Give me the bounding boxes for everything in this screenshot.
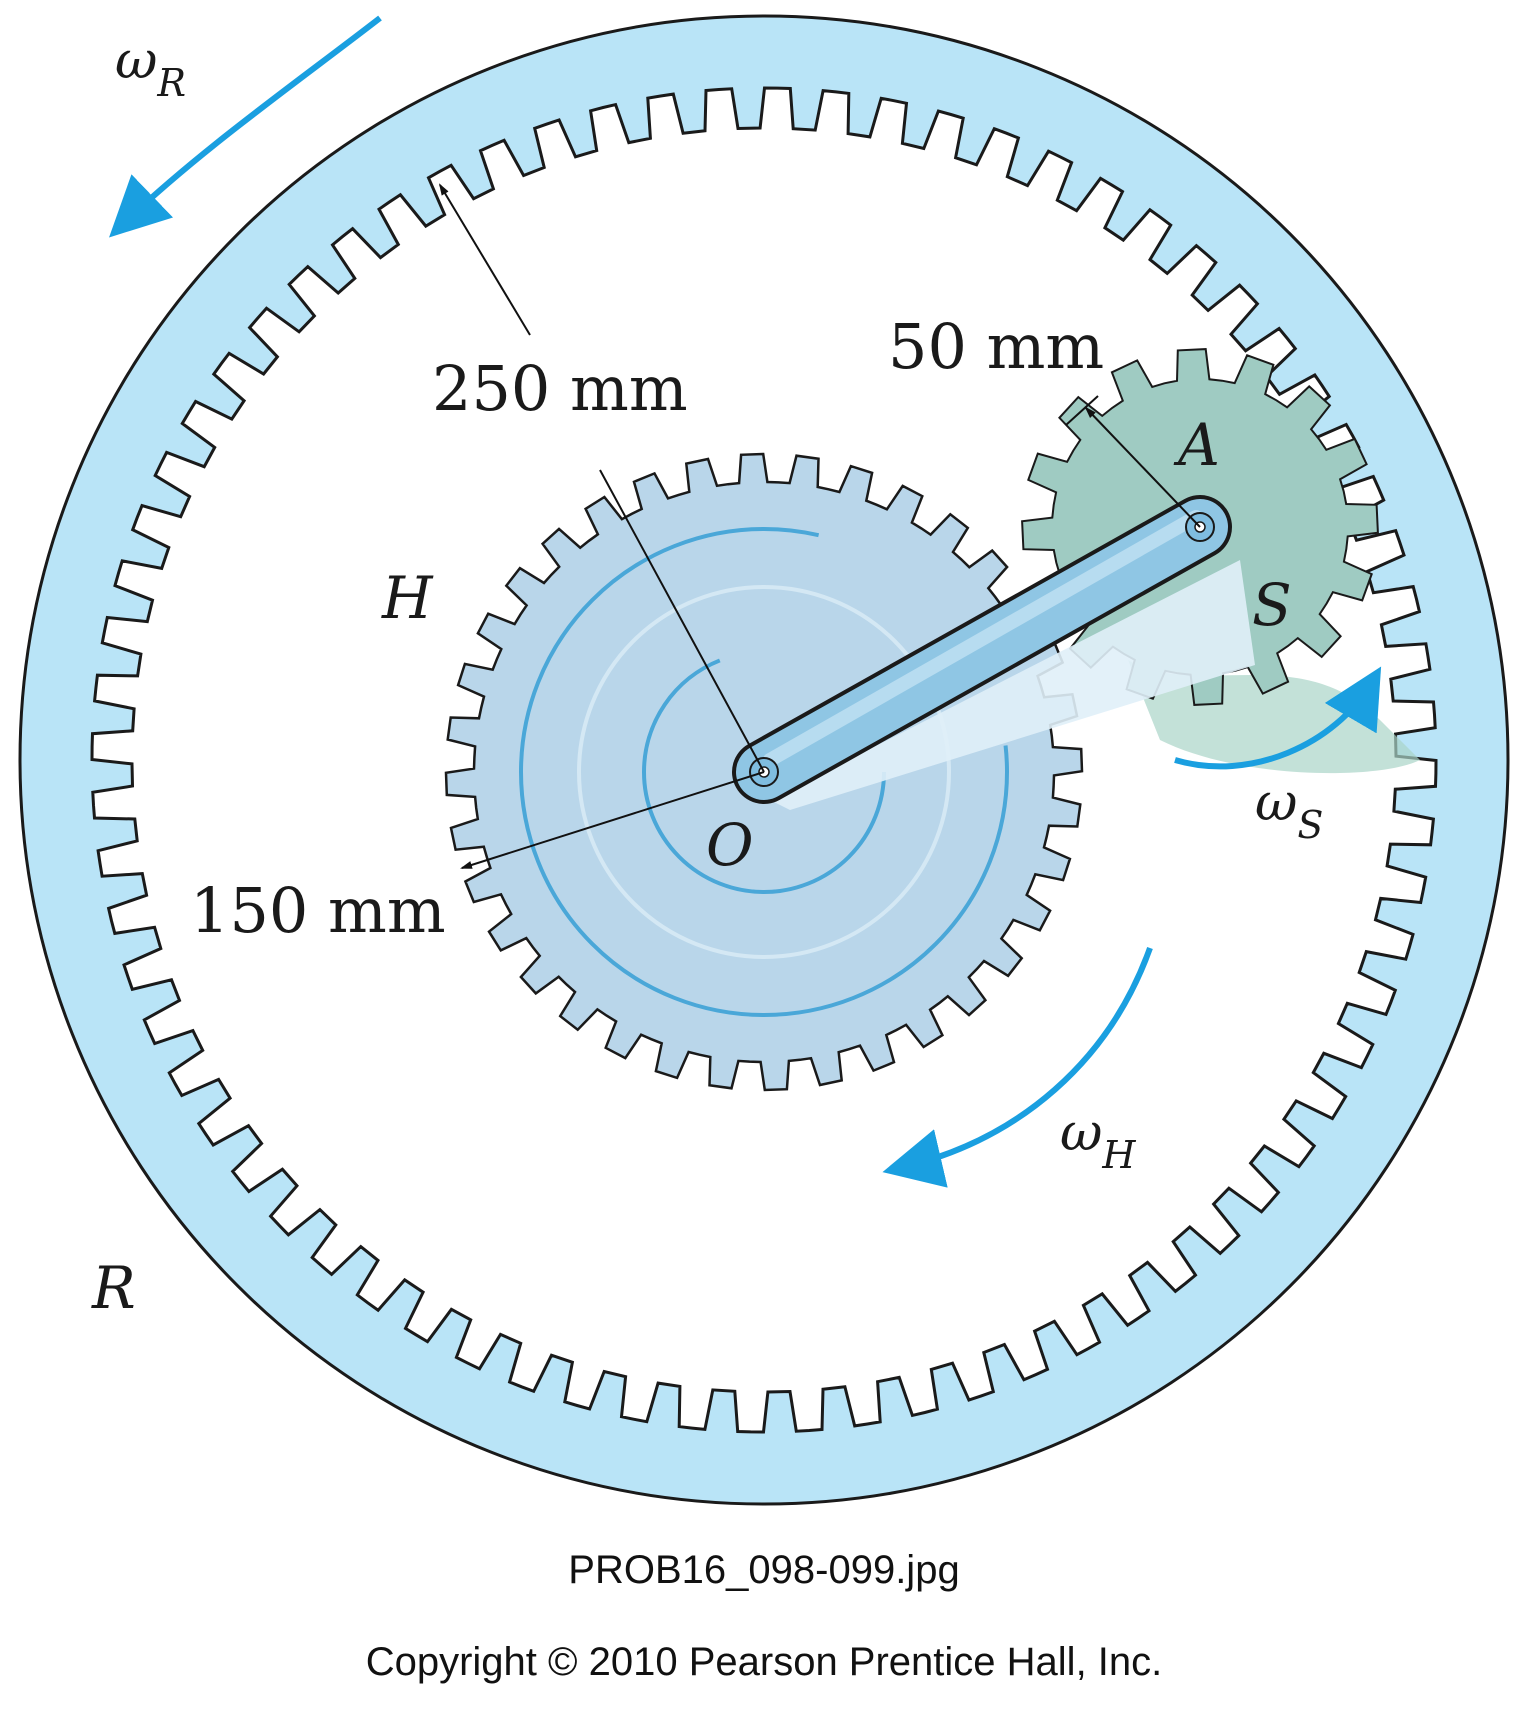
center-o-label: O [706, 811, 754, 879]
hub-gear-pitch-arc [519, 527, 1009, 1017]
arm-oa-highlight [763, 510, 1203, 767]
omega-spur-arrow [1174, 666, 1382, 770]
file-name-caption: PROB16_098-099.jpg [568, 1548, 960, 1592]
pin-a-label: A [1173, 411, 1220, 479]
omega-spur-label: ωS [1255, 773, 1323, 847]
omega-ring-subscript: R [156, 61, 186, 105]
omega-ring-arrow [109, 15, 382, 238]
arm-oa [732, 495, 1232, 804]
omega-hub-label: ωH [1060, 1103, 1136, 1177]
spur-gear-label: S [1252, 571, 1292, 639]
dim-ring-radius-line [599, 469, 765, 773]
omega-hub-subscript: H [1101, 1133, 1136, 1177]
omega-hub-symbol: ω [1060, 1103, 1102, 1163]
spur-radius-dimension: 50 mm [888, 310, 1104, 383]
copyright-caption: Copyright © 2010 Pearson Prentice Hall, … [365, 1640, 1163, 1684]
ring-radius-dimension: 250 mm [432, 352, 688, 425]
dim-spur-radius-line [1084, 406, 1201, 528]
dim-ring-radius-leader [438, 183, 531, 336]
omega-ring-label: ωR [115, 31, 186, 105]
planetary-gear-diagram: ωR ωH ωS R H S A O 250 mm 150 mm 50 mm [18, 14, 1510, 1506]
hub-gear-soft-ring [577, 585, 951, 959]
hub-gear-label: H [381, 564, 434, 632]
arm-oa-body [736, 499, 1228, 800]
ring-gear-label: R [91, 1254, 136, 1322]
dimension-lines [438, 183, 1201, 869]
dim-spur-tick [1065, 395, 1099, 426]
omega-spur-subscript: S [1297, 803, 1323, 847]
arm-shadow [770, 560, 1255, 810]
omega-spur-symbol: ω [1255, 773, 1297, 833]
omega-ring-symbol: ω [115, 31, 157, 91]
angular-velocity-arrows [109, 15, 1382, 1188]
omega-hub-arrow [882, 946, 1153, 1188]
dim-hub-radius-line [460, 771, 765, 869]
hub-radius-dimension: 150 mm [190, 874, 446, 947]
